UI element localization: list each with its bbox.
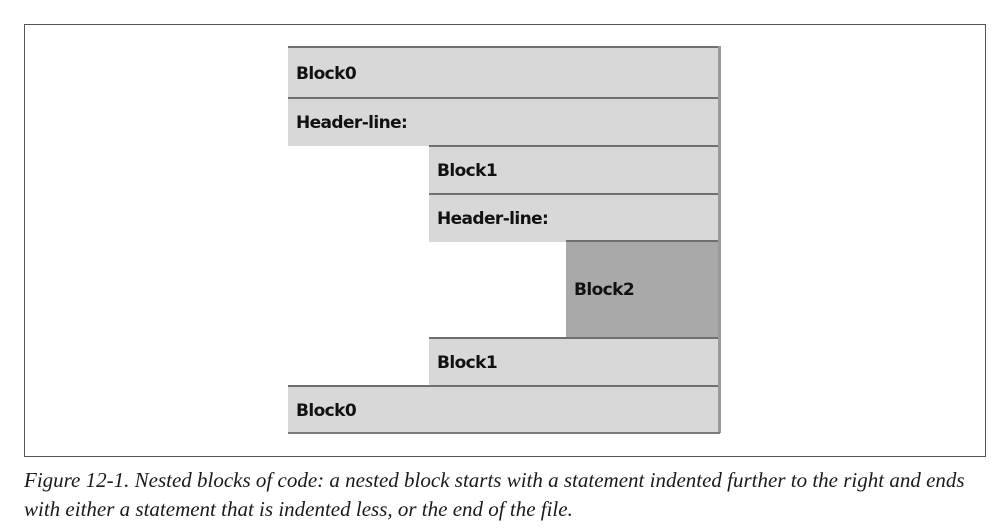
- block-label: Block1: [437, 353, 498, 373]
- block1-header-line: Header-line:: [429, 193, 718, 242]
- block0-top: Block0: [288, 46, 718, 98]
- block-label: Header-line:: [437, 209, 549, 229]
- block-label: Block0: [296, 401, 357, 421]
- block-label: Block1: [437, 161, 498, 181]
- block1-top: Block1: [429, 145, 718, 194]
- block-label: Header-line:: [296, 113, 408, 133]
- block-label: Block0: [296, 64, 357, 84]
- block0-bottom: Block0: [288, 385, 718, 433]
- figure-caption: Figure 12-1. Nested blocks of code: a ne…: [24, 468, 965, 521]
- block2: Block2: [566, 240, 718, 338]
- block1-bottom: Block1: [429, 337, 718, 386]
- diagram-bottom-edge: [288, 432, 720, 434]
- block-label: Block2: [574, 280, 635, 300]
- block0-header-line: Header-line:: [288, 97, 718, 146]
